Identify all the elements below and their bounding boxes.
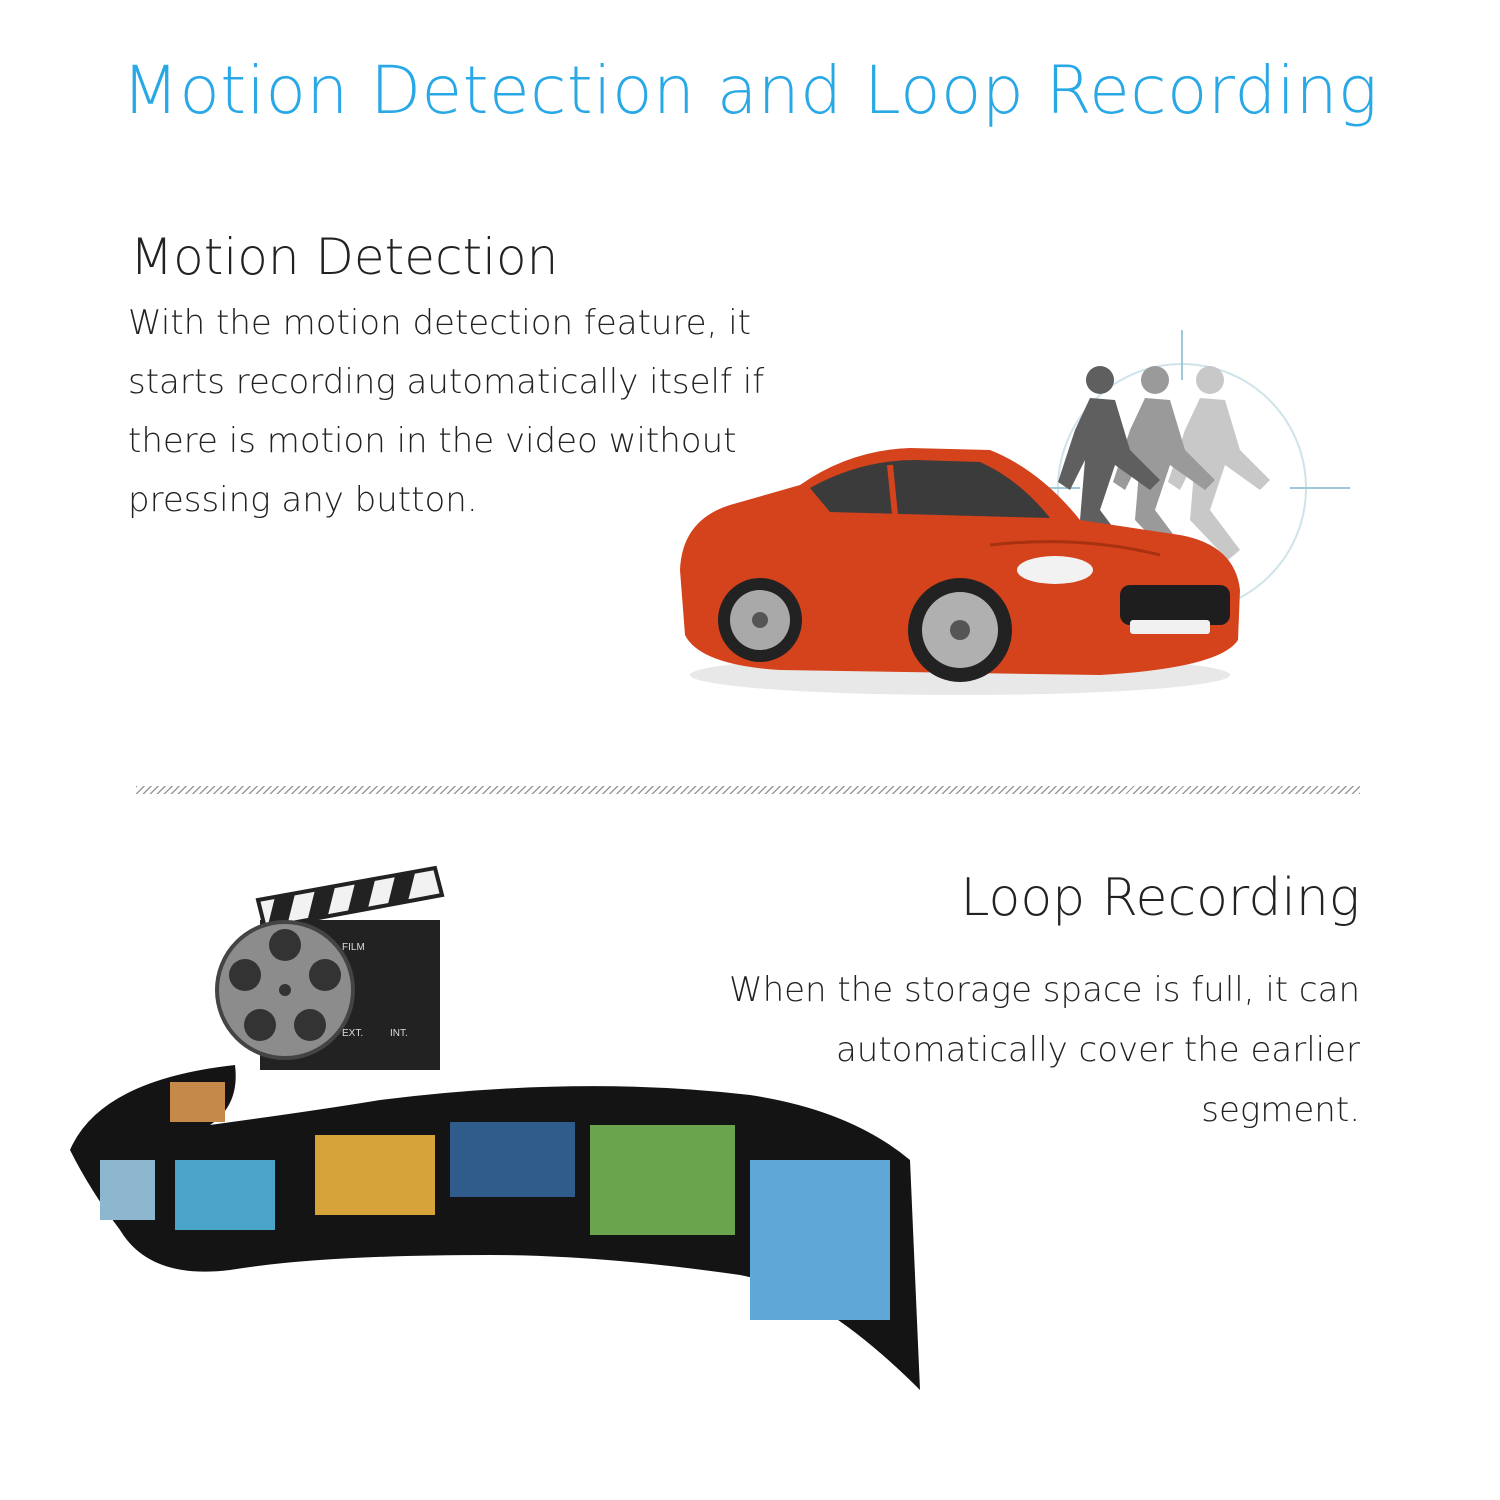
motion-detection-illustration <box>680 330 1350 695</box>
section-divider <box>136 786 1360 794</box>
clapper-label-film: FILM <box>342 942 365 953</box>
clapper-label-int: INT. <box>390 1028 408 1039</box>
car-icon <box>680 448 1240 695</box>
film-reel-icon <box>215 920 355 1060</box>
page-title: Motion Detection and Loop Recording <box>121 52 1379 129</box>
clapper-label-ext: EXT. <box>342 1028 363 1039</box>
loop-recording-heading: Loop Recording <box>960 868 1361 928</box>
loop-recording-description: When the storage space is full, it can a… <box>728 970 1360 1130</box>
loop-recording-illustration: FILM EXT. INT. <box>70 865 920 1390</box>
motion-detection-heading: Motion Detection <box>130 228 559 286</box>
running-person-icon <box>1058 366 1270 560</box>
film-strip-icon <box>70 1065 920 1390</box>
motion-detection-description: With the motion detection feature, it st… <box>128 303 765 520</box>
